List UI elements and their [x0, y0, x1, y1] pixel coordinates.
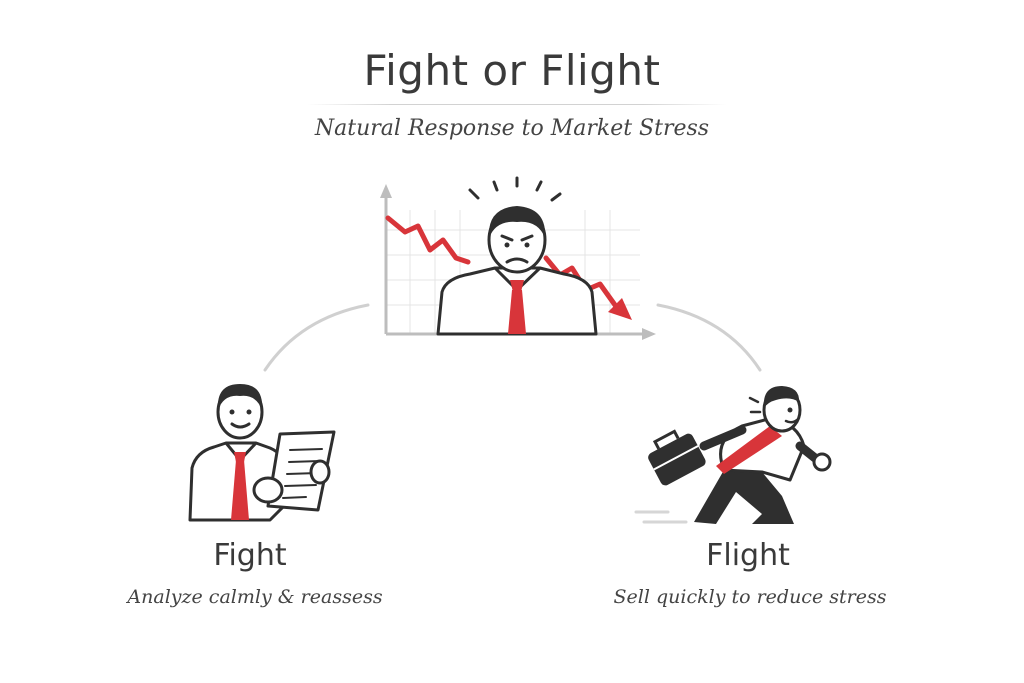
- falling-stock-chart-icon: [380, 184, 656, 340]
- analyzing-investor-icon: [188, 384, 336, 522]
- flight-label: Flight: [706, 538, 790, 573]
- fight-label: Fight: [213, 538, 287, 573]
- page-subtitle: Natural Response to Market Stress: [314, 116, 710, 141]
- flight-description: Sell quickly to reduce stress: [613, 586, 887, 608]
- fight-description: Analyze calmly & reassess: [127, 586, 383, 608]
- title-divider: [307, 104, 727, 105]
- stressed-investor-icon: [436, 176, 598, 336]
- page-title: Fight or Flight: [363, 46, 661, 95]
- connector-arc-left: [263, 303, 370, 372]
- connector-arc-right: [656, 303, 762, 372]
- running-investor-icon: [634, 386, 832, 524]
